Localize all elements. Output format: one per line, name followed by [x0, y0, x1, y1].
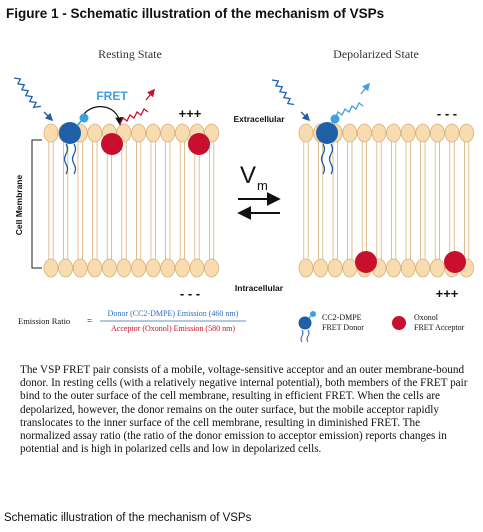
description-paragraph: The VSP FRET pair consists of a mobile, … — [20, 364, 468, 456]
emission-ratio-label: Emission Ratio — [18, 316, 70, 326]
lipid-head — [400, 123, 416, 143]
depolarized-top-charge: - - - — [437, 106, 457, 121]
ratio-denominator: Acceptor (Oxonol) Emission (580 nm) — [111, 324, 235, 333]
legend-donor-line1: CC2-DMPE — [322, 313, 362, 322]
cell-membrane-label: Cell Membrane — [14, 174, 24, 235]
ratio-numerator: Donor (CC2-DMPE) Emission (460 nm) — [108, 309, 239, 318]
resting-acceptor-2 — [188, 133, 210, 155]
resting-bottom-charge: - - - — [180, 286, 200, 301]
lipid-head — [43, 123, 59, 143]
lipid-head — [444, 123, 460, 143]
lipid-head — [415, 258, 431, 278]
legend-donor-icon — [298, 311, 316, 343]
lipid-head — [72, 258, 88, 278]
lipid-head — [400, 258, 416, 278]
depolarized-state-label: Depolarized State — [333, 47, 419, 61]
lipid-head — [313, 258, 329, 278]
resting-top-charge: +++ — [179, 106, 202, 121]
legend-acceptor-line2: FRET Acceptor — [414, 323, 465, 332]
lipid-head — [58, 258, 73, 278]
extracellular-label: Extracellular — [233, 114, 285, 124]
depolarized-excitation-arrow — [271, 79, 295, 106]
figure-caption: Schematic illustration of the mechanism … — [4, 512, 252, 524]
depolarized-acceptor-1 — [355, 251, 377, 273]
depolarized-acceptor-2 — [444, 251, 466, 273]
vsp-mechanism-diagram: Resting State Depolarized State Cell Mem… — [13, 47, 475, 343]
emission-ratio-formula: Emission Ratio = Donor (CC2-DMPE) Emissi… — [18, 309, 246, 333]
cell-membrane-bracket: Cell Membrane — [14, 139, 42, 269]
resting-state-label: Resting State — [98, 47, 162, 61]
depolarized-emission-arrowhead — [360, 82, 370, 95]
resting-excitation-arrow — [13, 77, 41, 109]
depolarized-donor — [316, 114, 340, 175]
lipid-head — [415, 123, 431, 143]
lipid-head — [386, 258, 402, 278]
lipid-head — [87, 123, 103, 143]
lipid-head — [131, 123, 147, 143]
lipid-head — [429, 123, 445, 143]
lipid-head — [116, 258, 132, 278]
lipid-head — [145, 258, 161, 278]
depolarized-emission-arrow — [334, 102, 364, 119]
depolarized-bottom-charge: +++ — [436, 286, 459, 301]
lipid-head — [371, 123, 387, 143]
lipid-head — [342, 123, 358, 143]
lipid-head — [204, 123, 220, 143]
lipid-head — [429, 258, 445, 278]
legend-donor-line2: FRET Donor — [322, 323, 364, 332]
legend-acceptor-icon — [392, 316, 406, 330]
fret-label: FRET — [96, 89, 128, 103]
lipid-head — [87, 258, 103, 278]
intracellular-label: Intracellular — [235, 283, 284, 293]
lipid-head — [174, 258, 190, 278]
lipid-head — [174, 123, 190, 143]
figure-title: Figure 1 - Schematic illustration of the… — [6, 6, 385, 21]
resting-emission-arrowhead — [145, 88, 155, 101]
lipid-head — [102, 258, 117, 278]
depolarized-membrane — [298, 123, 475, 278]
lipid-head — [298, 123, 314, 143]
legend-acceptor-line1: Oxonol — [414, 313, 439, 322]
vm-subscript: m — [257, 178, 268, 193]
lipid-head — [189, 258, 205, 278]
vm-label: V — [240, 162, 256, 189]
legend: CC2-DMPE FRET Donor Oxonol FRET Acceptor — [298, 311, 465, 343]
lipid-head — [342, 258, 358, 278]
resting-acceptor-1 — [101, 133, 123, 155]
fret-arrow — [81, 106, 124, 126]
lipid-head — [327, 258, 343, 278]
lipid-head — [43, 258, 59, 278]
lipid-head — [204, 258, 220, 278]
resting-donor — [59, 113, 89, 175]
lipid-head — [298, 258, 314, 278]
lipid-head — [160, 123, 176, 143]
lipid-head — [386, 123, 402, 143]
lipid-head — [145, 123, 161, 143]
resting-excitation-arrowhead — [43, 111, 54, 122]
depolarized-excitation-arrowhead — [300, 111, 311, 122]
vm-symbol: V m — [240, 162, 268, 193]
resting-emission-arrow — [119, 108, 149, 125]
equals-sign: = — [87, 316, 92, 326]
lipid-head — [356, 123, 372, 143]
lipid-head — [131, 258, 147, 278]
lipid-head — [459, 123, 475, 143]
lipid-head — [160, 258, 176, 278]
